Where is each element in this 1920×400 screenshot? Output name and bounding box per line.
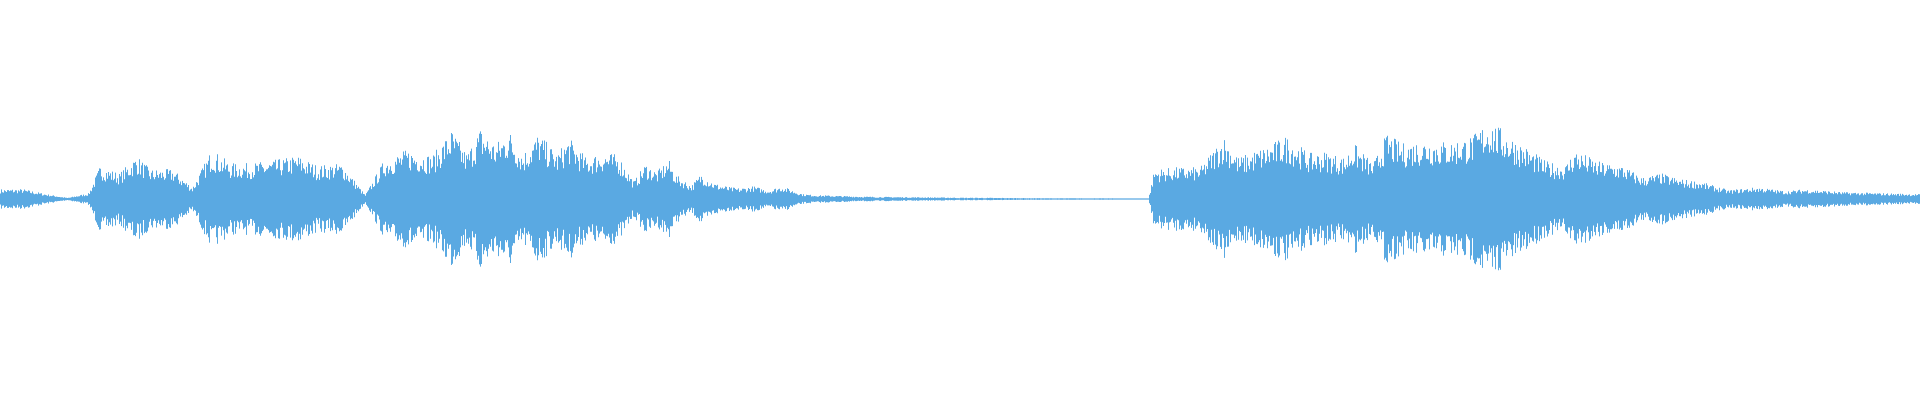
waveform-bars bbox=[0, 127, 1920, 271]
